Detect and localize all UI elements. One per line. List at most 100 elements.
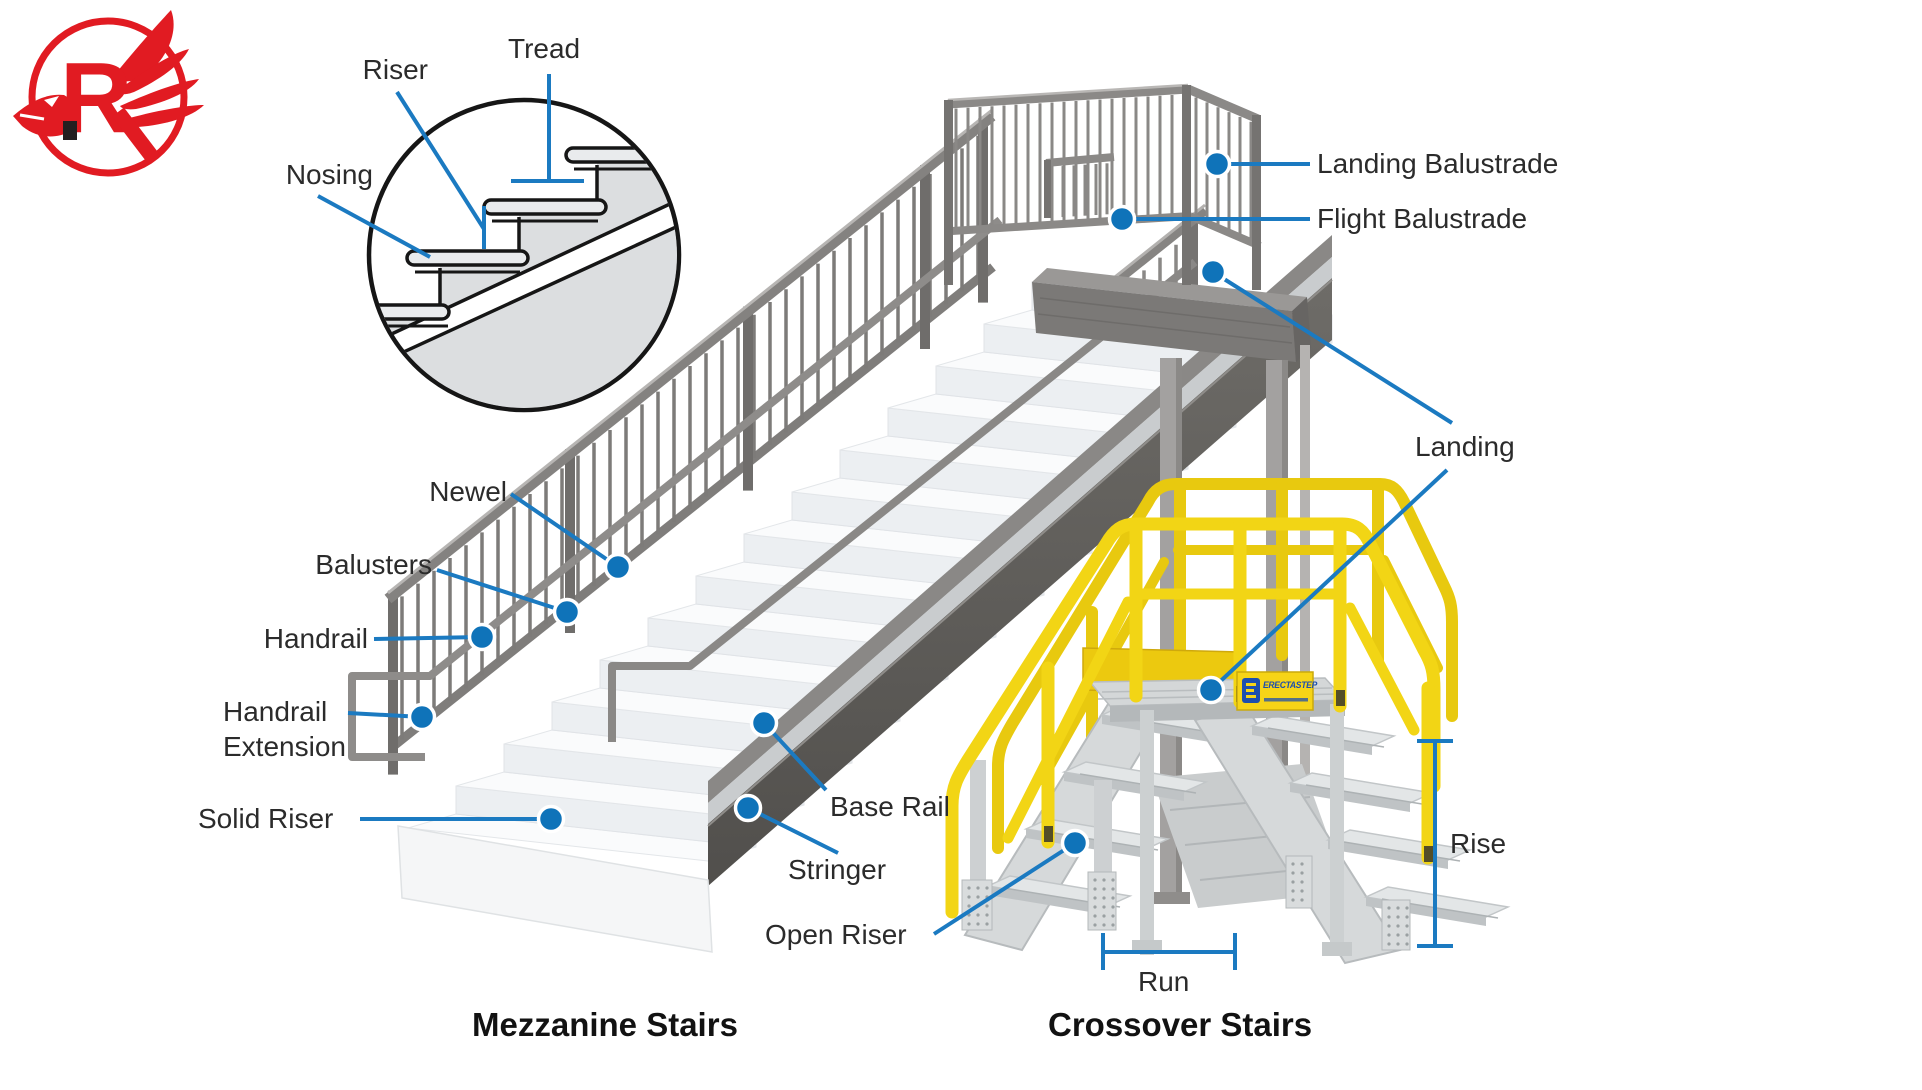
landing-deck-top [1032, 268, 1307, 311]
back-segment-balusters [1050, 163, 1109, 218]
open-tread-front [988, 886, 1108, 915]
plate-hole [967, 886, 971, 890]
dot-newel [603, 552, 633, 582]
leader-landing-upper [1211, 270, 1454, 425]
label-handrail: Handrail [263, 623, 368, 654]
leader-newel [509, 492, 620, 569]
leader-stringer [747, 806, 839, 855]
label-landing-balustrade: Landing Balustrade [1317, 148, 1559, 179]
dot-handrail [467, 622, 497, 652]
plate-hole [1387, 915, 1391, 919]
plate-hole [1111, 905, 1115, 909]
open-tread-front [1102, 715, 1222, 744]
landing-top-rail-back [947, 84, 1189, 109]
plate-hole [1111, 896, 1115, 900]
plate-hole [1396, 924, 1400, 928]
plate-hole [1291, 889, 1295, 893]
back-segment-rail [1045, 153, 1115, 167]
deck-plank-line1 [1039, 297, 1291, 328]
post-clamp-band [1336, 690, 1345, 706]
dot-landing-upper [1198, 257, 1228, 287]
leader-balusters [436, 568, 568, 614]
leader-handrail [373, 635, 483, 641]
open-tread-front [1290, 783, 1410, 812]
stringer-top-highlight [707, 279, 1333, 827]
mezzanine-stairs-illustration [348, 83, 1333, 953]
newel-post [743, 306, 753, 491]
base-plate [1285, 855, 1313, 909]
label-open-riser: Open Riser [765, 919, 907, 950]
plate-hole [1291, 898, 1295, 902]
plate-hole [1396, 906, 1400, 910]
newel-post [920, 165, 930, 349]
dot-handrail-extension [407, 702, 437, 732]
company-logo: R [13, 10, 204, 177]
leader-open-riser [932, 841, 1077, 936]
label-flight-balustrade: Flight Balustrade [1317, 203, 1528, 234]
open-tread-front [1328, 840, 1448, 869]
label-landing: Landing [1415, 431, 1515, 462]
dot-landing-balustrade [1202, 149, 1232, 179]
label-riser: Riser [362, 54, 428, 85]
plate-hole [1102, 878, 1106, 882]
dot-open-riser [1060, 828, 1090, 858]
plate-hole [1387, 933, 1391, 937]
label-handrail-extension-line1: Handrail [223, 696, 328, 727]
plate-hole [976, 895, 980, 899]
plate-hole [1396, 942, 1400, 946]
dot-solid-riser [536, 804, 566, 834]
back-segment-post [1044, 160, 1051, 218]
plate-hole [1300, 889, 1304, 893]
plate-hole [967, 904, 971, 908]
leader-nosing [317, 194, 431, 259]
label-tread: Tread [508, 33, 581, 64]
plate-hole [1300, 880, 1304, 884]
plate-hole [1093, 923, 1097, 927]
plate-hole [1291, 880, 1295, 884]
logo-eagle-eye-icon [44, 96, 59, 107]
landing-post-left [944, 100, 953, 285]
plate-hole [1387, 942, 1391, 946]
plate-hole [1111, 878, 1115, 882]
sign-brand-text: ERECTASTEP [1263, 680, 1318, 690]
plate-hole [1102, 905, 1106, 909]
post-clamp-band [1424, 846, 1433, 862]
plate-hole [1093, 914, 1097, 918]
sign-e-bar [1246, 689, 1254, 692]
plate-hole [1102, 914, 1106, 918]
platform-leg-left [1140, 710, 1154, 955]
logo-wing-stripe2-icon [116, 49, 189, 95]
logo-wing-stripe4-icon [122, 105, 204, 127]
plate-hole [1405, 906, 1409, 910]
platform-leg-right [1330, 704, 1344, 956]
base-plate [1381, 899, 1411, 951]
logo-beak-line [19, 113, 45, 121]
grating-line [1305, 784, 1423, 805]
dot-balusters [552, 597, 582, 627]
landing-top-rail-highlight [947, 83, 1189, 102]
dot-flight-balustrade [1107, 204, 1137, 234]
plate-hole [985, 913, 989, 917]
plate-hole [1111, 914, 1115, 918]
plate-hole [1405, 933, 1409, 937]
plate-hole [1405, 915, 1409, 919]
newel-post [978, 118, 988, 303]
plate-hole [985, 904, 989, 908]
plate-hole [1300, 871, 1304, 875]
logo-eagle-head-icon [13, 94, 72, 137]
near-base-rail-band [392, 263, 996, 749]
plate-hole [1300, 862, 1304, 866]
logo-black-block [63, 121, 77, 140]
near-handrail-highlight [387, 108, 993, 595]
label-handrail-extension: Handrail Extension [223, 694, 346, 764]
inset-tread-bar-mid [482, 198, 608, 216]
leader-base-rail [762, 721, 828, 792]
grating-line [1079, 773, 1197, 794]
label-handrail-extension-line2: Extension [223, 731, 346, 762]
erectastep-sign [1236, 671, 1314, 711]
plate-hole [976, 922, 980, 926]
plate-hole [1093, 887, 1097, 891]
leader-riser [395, 90, 486, 231]
plate-hole [1291, 862, 1295, 866]
